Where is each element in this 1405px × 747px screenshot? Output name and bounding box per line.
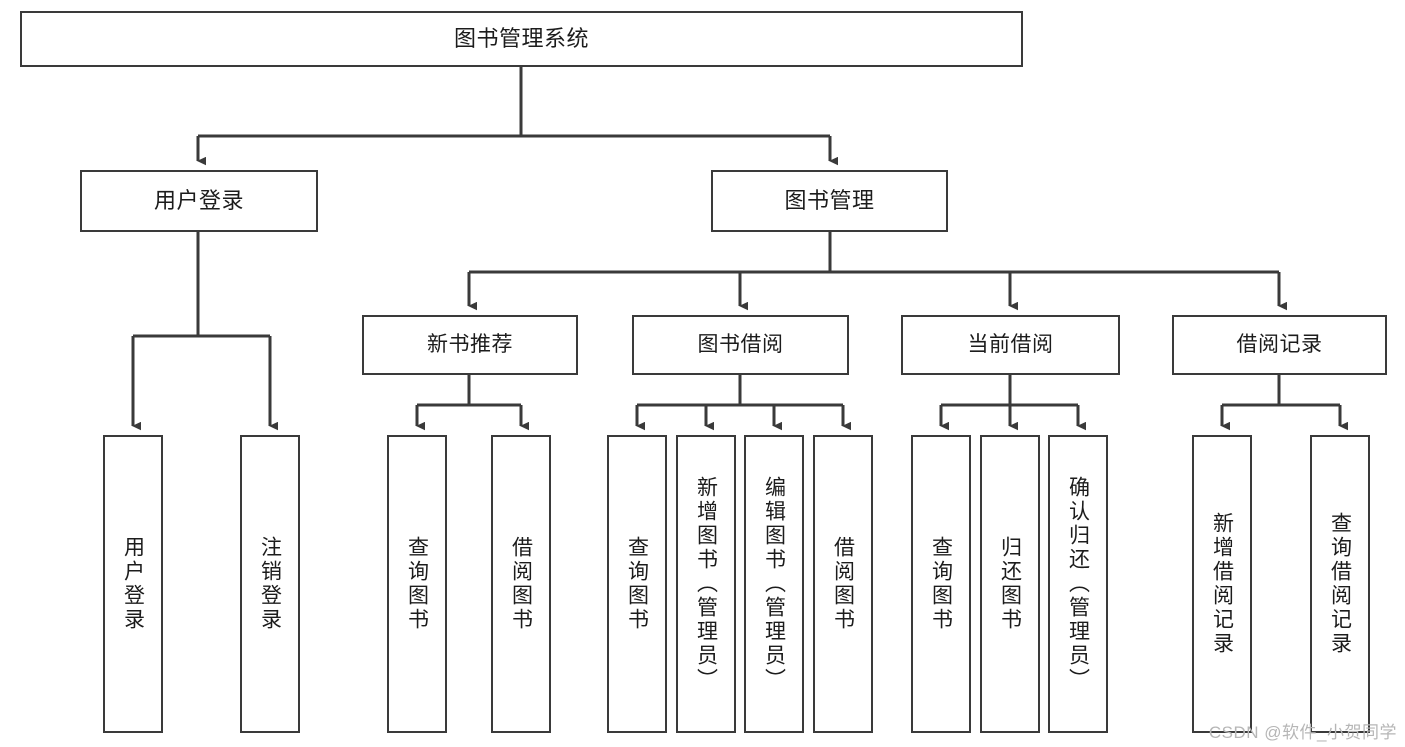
node-label: 当前借阅 <box>967 333 1054 357</box>
leaf-borrow-edit-book-admin[interactable]: 编辑图书（管理员） <box>744 435 804 733</box>
leaf-record-add-record[interactable]: 新增借阅记录 <box>1192 435 1252 733</box>
node-label: 图书管理系统 <box>453 25 589 51</box>
leaf-current-return-book[interactable]: 归还图书 <box>980 435 1040 733</box>
node-label: 查询图书 <box>929 536 953 632</box>
node-current-borrow[interactable]: 当前借阅 <box>901 315 1120 375</box>
leaf-current-query-book[interactable]: 查询图书 <box>911 435 971 733</box>
node-label: 用户登录 <box>121 536 145 632</box>
leaf-borrow-query-book[interactable]: 查询图书 <box>607 435 667 733</box>
leaf-newbook-query-book[interactable]: 查询图书 <box>387 435 447 733</box>
node-label: 注销登录 <box>258 536 282 632</box>
node-label: 用户登录 <box>153 187 244 213</box>
leaf-user-login[interactable]: 用户登录 <box>103 435 163 733</box>
node-label: 确认归还（管理员） <box>1066 476 1090 692</box>
node-label: 新增图书（管理员） <box>694 476 718 692</box>
node-user-login[interactable]: 用户登录 <box>80 170 318 232</box>
node-label: 查询图书 <box>625 536 649 632</box>
node-book-management[interactable]: 图书管理 <box>711 170 948 232</box>
leaf-borrow-add-book-admin[interactable]: 新增图书（管理员） <box>676 435 736 733</box>
leaf-newbook-borrow-book[interactable]: 借阅图书 <box>491 435 551 733</box>
node-new-book-recommend[interactable]: 新书推荐 <box>362 315 578 375</box>
leaf-user-logout[interactable]: 注销登录 <box>240 435 300 733</box>
node-book-borrow[interactable]: 图书借阅 <box>632 315 849 375</box>
node-label: 新增借阅记录 <box>1210 512 1234 656</box>
node-label: 查询借阅记录 <box>1328 512 1352 656</box>
node-label: 借阅图书 <box>509 536 533 632</box>
node-label: 编辑图书（管理员） <box>762 476 786 692</box>
node-label: 查询图书 <box>405 536 429 632</box>
node-label: 借阅记录 <box>1236 333 1323 357</box>
watermark: CSDN @软件_小贺同学 <box>1208 723 1397 742</box>
node-label: 归还图书 <box>998 536 1022 632</box>
leaf-current-confirm-return-admin[interactable]: 确认归还（管理员） <box>1048 435 1108 733</box>
leaf-borrow-borrow-book[interactable]: 借阅图书 <box>813 435 873 733</box>
node-label: 图书借阅 <box>697 333 784 357</box>
leaf-record-query-record[interactable]: 查询借阅记录 <box>1310 435 1370 733</box>
node-label: 借阅图书 <box>831 536 855 632</box>
node-label: 新书推荐 <box>427 333 513 357</box>
node-borrow-record[interactable]: 借阅记录 <box>1172 315 1387 375</box>
node-root-system[interactable]: 图书管理系统 <box>20 11 1023 67</box>
node-label: 图书管理 <box>784 187 875 213</box>
